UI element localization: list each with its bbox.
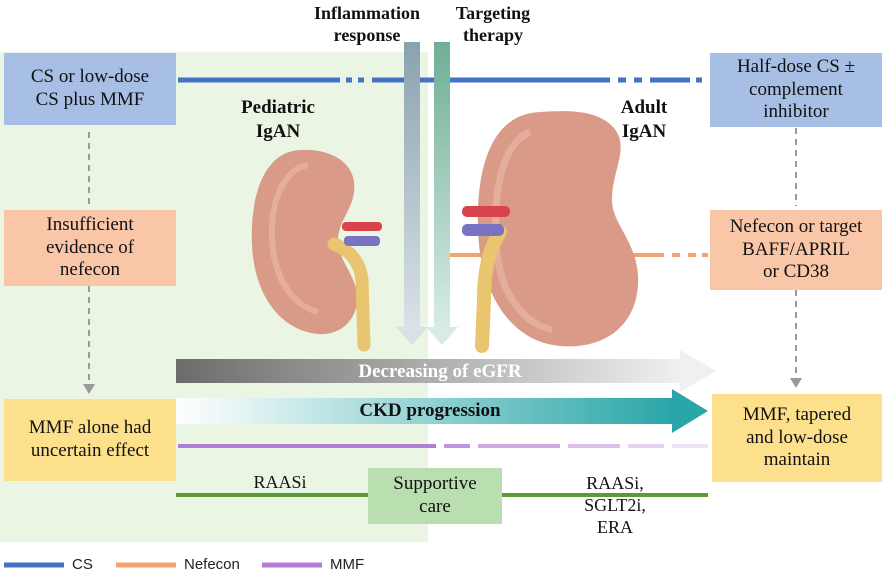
ckd-label: CKD progression: [359, 400, 501, 421]
pediatric-nefecon-box: Insufficient evidence of nefecon: [4, 210, 176, 286]
ckd-arrow: [176, 389, 708, 433]
egfr-arrow: [176, 350, 716, 392]
adult-cs-box: Half-dose CS ± complement inhibitor: [710, 53, 882, 127]
pediatric-kidney-image: [251, 149, 382, 352]
pediatric-igan-title: Pediatric IgAN: [241, 97, 315, 142]
inflammation-arrow: [396, 42, 428, 345]
adult-igan-title: Adult IgAN: [620, 97, 668, 142]
legend-cs-label: CS: [72, 556, 93, 573]
adult-mmf-box: MMF, tapered and low-dose maintain: [712, 394, 882, 482]
inflammation-response-label: Inflammation response: [313, 3, 420, 45]
supportive-care-box: Supportive care: [368, 468, 502, 524]
targeting-arrow: [426, 42, 458, 345]
targeting-therapy-label: Targeting therapy: [455, 3, 531, 45]
adult-kidney-image: [462, 111, 639, 353]
adult-support-label: RAASi, SGLT2i, ERA: [584, 473, 646, 537]
pediatric-mmf-box: MMF alone had uncertain effect: [4, 399, 176, 481]
egfr-label: Decreasing of eGFR: [358, 361, 522, 382]
pediatric-raasi-label: RAASi: [253, 472, 307, 492]
legend-nefecon-label: Nefecon: [184, 556, 240, 573]
pediatric-arrowhead: [83, 384, 95, 394]
adult-nefecon-box: Nefecon or target BAFF/APRIL or CD38: [710, 210, 882, 290]
pediatric-cs-box: CS or low-dose CS plus MMF: [4, 53, 176, 125]
legend-mmf-label: MMF: [330, 556, 365, 573]
adult-arrowhead: [790, 378, 802, 388]
